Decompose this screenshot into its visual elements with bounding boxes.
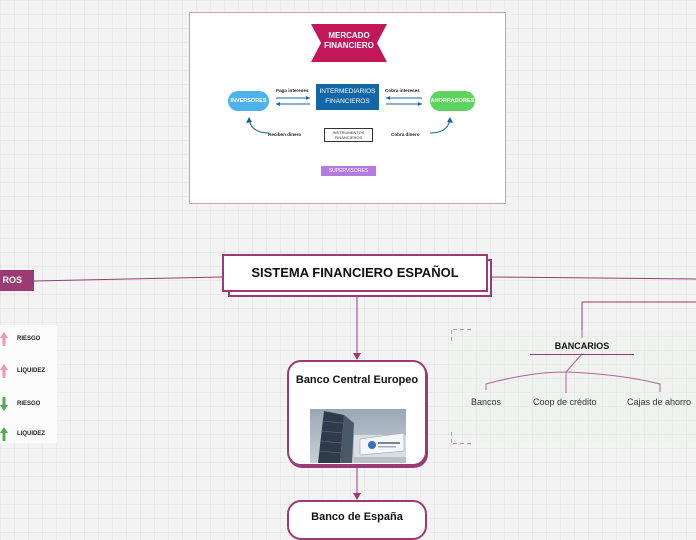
curve-arrow-right-icon (429, 117, 453, 134)
arrow-up-icon (0, 427, 8, 441)
arrows-right-icon (386, 96, 422, 106)
inversores-pill: INVERSORES (228, 91, 269, 111)
paga-intereses-label: Paga intereses (276, 88, 309, 93)
curve-arrow-left-icon (246, 117, 270, 134)
bce-title: Banco Central Europeo (295, 374, 419, 386)
arrow-up-icon (0, 364, 8, 378)
reciben-dinero-label: Reciben dinero (268, 132, 302, 137)
bancarios-node[interactable]: BANCARIOS (530, 338, 634, 355)
bce-building-image (310, 409, 406, 463)
mercado-banner (311, 24, 387, 62)
coop-credito-node[interactable]: Coop de crédito (533, 397, 597, 407)
instrumentos-box: INSTRUMENTOS FINANCIEROS (324, 128, 373, 142)
arrowhead-bce (353, 353, 361, 360)
riesgo-label-2: RIESGO (17, 401, 41, 407)
intermediarios-box: INTERMEDIARIOS FINANCIEROS (316, 84, 379, 110)
riesgo-label-1: RIESGO (17, 336, 41, 342)
main-topic-node[interactable]: SISTEMA FINANCIERO ESPAÑOL (222, 254, 488, 292)
bce-node[interactable]: Banco Central Europeo (287, 360, 427, 466)
arrowhead-bde (353, 493, 361, 500)
arrow-up-icon (0, 332, 8, 346)
mercado-financiero-image: MERCADO FINANCIERO INVERSORES INTERMEDIA… (189, 12, 506, 204)
liquidez-label-2: LIQUIDEZ (17, 431, 45, 437)
cobra-intereses-label: Cobra intereses (385, 88, 420, 93)
bde-title: Banco de España (311, 511, 403, 523)
connector-banc-left (485, 371, 567, 390)
connector-banc-right (565, 371, 661, 392)
cajas-ahorro-node[interactable]: Cajas de ahorro (627, 397, 692, 407)
arrows-left-icon (276, 96, 310, 106)
ahorradores-pill: AHORRADORES (430, 91, 475, 111)
mercado-label: MERCADO FINANCIERO (324, 31, 374, 50)
bancos-node[interactable]: Bancos (471, 397, 502, 407)
left-topic-node[interactable]: ROS (0, 270, 34, 291)
connector-bancarios (581, 301, 696, 338)
supervisores-box: SUPERVISORES (321, 166, 376, 176)
connector-lines (33, 276, 696, 500)
bde-node[interactable]: Banco de España (287, 500, 427, 540)
connector-right (489, 276, 696, 280)
arrow-down-icon (0, 397, 8, 411)
bancarios-group-frame (451, 329, 696, 444)
riesgo-liquidez-image: RIESGO LIQUIDEZ RIESGO LIQUIDEZ (0, 325, 57, 443)
connector-left (33, 276, 223, 282)
connector-banc-mid (565, 353, 583, 373)
cobra-dinero-label: Cobra dinero (391, 132, 420, 137)
liquidez-label-1: LIQUIDEZ (17, 368, 45, 374)
